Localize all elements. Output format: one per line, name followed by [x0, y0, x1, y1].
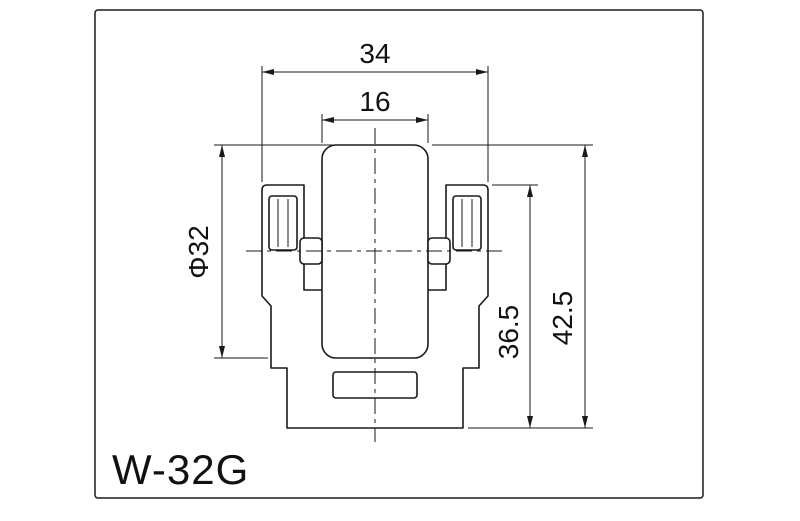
drawing-border — [94, 9, 704, 499]
dim-frame-height: 36.5 — [492, 184, 538, 428]
dim-frame-width: 34 — [261, 38, 489, 182]
dim-roller-diameter-label: Φ32 — [183, 225, 214, 278]
part-title: W-32G — [112, 446, 249, 493]
dim-roller-width-label: 16 — [359, 86, 390, 117]
dim-frame-width-label: 34 — [359, 38, 390, 69]
dim-roller-diameter: Φ32 — [183, 144, 334, 359]
dim-overall-height: 42.5 — [432, 144, 593, 429]
right-clip — [452, 195, 482, 251]
dim-roller-width: 16 — [321, 86, 429, 143]
dim-frame-height-label: 36.5 — [493, 305, 524, 360]
dim-overall-height-label: 42.5 — [547, 291, 578, 346]
left-clip — [268, 195, 298, 251]
